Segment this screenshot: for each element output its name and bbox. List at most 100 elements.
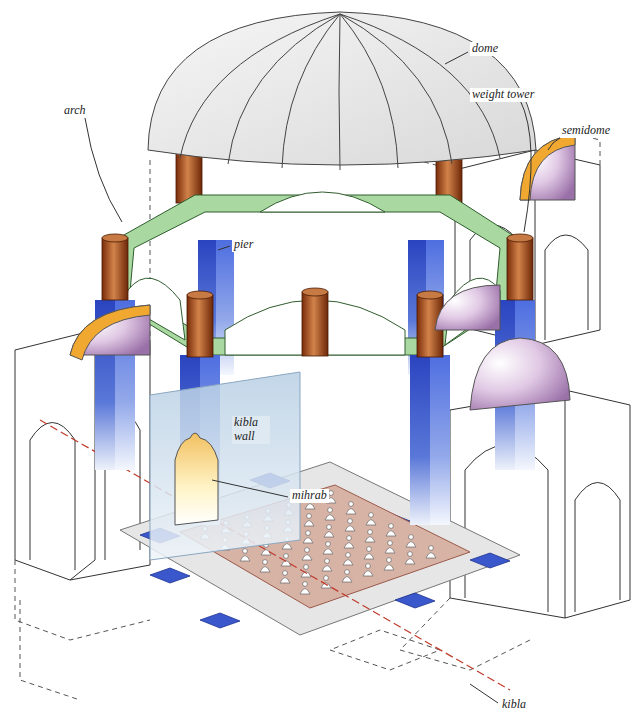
worshipper-figure xyxy=(305,548,310,553)
side-building xyxy=(30,423,75,571)
worshipper-figure xyxy=(321,583,331,589)
weight-tower xyxy=(102,234,533,357)
worshipper-figure xyxy=(263,560,268,565)
worshipper-figure xyxy=(323,549,333,555)
leader-line xyxy=(212,480,288,497)
worshipper-figure xyxy=(302,555,312,561)
worshipper-figure xyxy=(280,578,290,584)
pier-footprint xyxy=(200,613,240,628)
worshipper-figure xyxy=(306,531,311,536)
worshipper-figure xyxy=(366,564,371,569)
leader-line xyxy=(470,684,498,703)
weight-tower xyxy=(302,288,328,296)
worshipper-figure xyxy=(240,556,250,562)
leader-line xyxy=(85,118,122,222)
worshipper-figure xyxy=(386,531,396,537)
kibla-wall xyxy=(150,372,300,560)
part-label: semidome xyxy=(560,124,612,138)
semidome xyxy=(470,338,570,410)
worshipper-figure xyxy=(243,549,248,554)
worshipper-figure xyxy=(369,513,374,518)
worshipper-figure xyxy=(300,589,310,595)
weight-tower xyxy=(102,238,128,300)
pier xyxy=(430,355,450,525)
worshipper-figure xyxy=(329,491,334,496)
worshipper-figure xyxy=(325,559,330,564)
pier-footprint xyxy=(470,553,510,568)
worshipper-figure xyxy=(368,530,373,535)
worshipper-figure xyxy=(387,558,392,563)
dome xyxy=(282,14,340,168)
part-label: mihrab xyxy=(290,489,329,503)
worshipper-figure xyxy=(260,567,270,573)
part-label: arch xyxy=(62,104,88,118)
worshipper-figure xyxy=(327,525,332,530)
leader-line xyxy=(548,138,560,150)
dashed-outline xyxy=(330,630,440,670)
part-label: pier xyxy=(232,238,255,252)
side-building xyxy=(70,330,95,580)
dashed-outline xyxy=(400,598,530,670)
dome xyxy=(340,14,500,158)
worshipper-figure xyxy=(304,521,314,527)
weight-tower xyxy=(417,291,443,299)
worshipper-figure xyxy=(345,526,355,532)
pier-footprint xyxy=(395,593,435,608)
worshipper-figure xyxy=(304,565,309,570)
worshipper-figure xyxy=(303,538,313,544)
worshipper-figure xyxy=(348,519,353,524)
part-label: kibla wall xyxy=(232,416,270,444)
worshipper-figure xyxy=(366,520,376,526)
worshipper-figure xyxy=(343,560,353,566)
worshipper-figure xyxy=(405,559,415,565)
worshipper-figure xyxy=(344,543,354,549)
leader-line xyxy=(520,100,531,232)
dome xyxy=(340,14,398,168)
worshipper-figure xyxy=(363,571,373,577)
worshipper-figure xyxy=(326,542,331,547)
side-building xyxy=(565,390,566,618)
worshipper-figure xyxy=(406,542,416,548)
semidome xyxy=(435,285,500,330)
dome xyxy=(339,14,340,170)
worshipper-figure xyxy=(305,504,315,510)
dome xyxy=(180,14,340,158)
side-building xyxy=(545,235,588,340)
worshipper-figure xyxy=(328,508,333,513)
arch-opening xyxy=(260,192,385,212)
worshipper-figure xyxy=(349,502,354,507)
part-label: kibla xyxy=(500,698,528,712)
worshipper-figure xyxy=(384,565,394,571)
worshipper-figure xyxy=(345,570,350,575)
worshipper-figure xyxy=(429,546,434,551)
arch-opening xyxy=(125,192,500,355)
worshipper-figure xyxy=(282,544,292,550)
dashed-outline xyxy=(20,600,80,700)
semidome xyxy=(70,135,575,410)
weight-tower xyxy=(187,295,213,357)
weight-tower xyxy=(507,238,533,300)
worshipper-figure xyxy=(365,537,375,543)
dashed-outline xyxy=(15,130,600,700)
worshipper-figure xyxy=(426,553,436,559)
weight-tower xyxy=(507,234,533,242)
weight-tower xyxy=(302,292,328,356)
worshipper-figure xyxy=(324,576,329,581)
worshipper-figure xyxy=(325,515,335,521)
worshipper-figure xyxy=(385,548,395,554)
worshipper-figure xyxy=(303,582,308,587)
mihrab-niche xyxy=(175,433,218,525)
weight-tower xyxy=(187,291,213,299)
leader-line xyxy=(85,52,560,703)
side-building xyxy=(575,483,620,613)
side-building xyxy=(450,390,630,618)
dome xyxy=(148,12,536,165)
worshipper-figure xyxy=(388,541,393,546)
side-building xyxy=(15,150,630,618)
leader-line xyxy=(218,246,230,250)
semidome xyxy=(70,305,150,360)
part-label: weight tower xyxy=(470,88,536,102)
worshipper-figure xyxy=(408,552,413,557)
worshipper-figure xyxy=(367,547,372,552)
